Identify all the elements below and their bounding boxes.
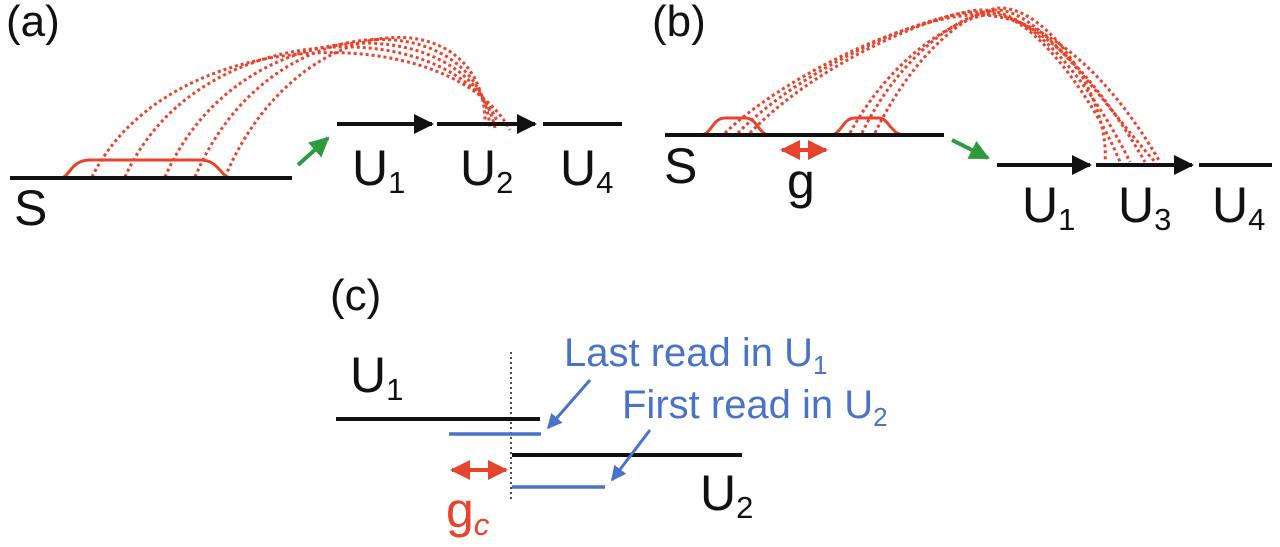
last-read-label: Last read in U1 [564, 331, 828, 380]
coverage-profile [699, 116, 771, 137]
contig-u4-label: U4 [560, 140, 613, 200]
read-link-arc [873, 6, 1107, 163]
first-read-label: First read in U2 [622, 383, 888, 432]
panel-b: (b) S g U1 U3 U4 [652, 0, 1272, 237]
read-link-arc [860, 8, 1157, 163]
read-link-arc [90, 51, 512, 178]
read-link-arc [123, 45, 502, 178]
read-link-arc [736, 10, 1147, 163]
contig-s-label: S [14, 180, 47, 236]
read-link-arc [748, 8, 1132, 163]
coverage-profile [829, 116, 906, 137]
panel-a-read-links [90, 36, 512, 178]
panel-b-read-links [723, 6, 1162, 163]
gap-label: gc [446, 482, 490, 542]
panel-c-label: (c) [330, 271, 381, 320]
read-link-arc [163, 41, 497, 178]
last-read-pointer [546, 379, 592, 430]
read-link-arc [193, 37, 492, 178]
panel-a-label: (a) [6, 0, 60, 46]
read-link-arc [223, 36, 487, 178]
panel-a: (a) S U1 U2 U4 [6, 0, 622, 236]
contig-u3-label: U3 [1118, 177, 1171, 237]
coverage-profile [30, 158, 262, 180]
step-arrow [296, 136, 330, 167]
contig-u1-label: U1 [1022, 177, 1075, 237]
contig-u1-label: U1 [352, 140, 405, 200]
read-link-arc [848, 12, 1122, 163]
read-link-arc [723, 13, 1162, 163]
contig-u4-label: U4 [1212, 177, 1265, 237]
step-arrow [951, 138, 990, 160]
contig-u2-label: U2 [700, 465, 753, 525]
contig-u2-label: U2 [460, 140, 513, 200]
gap-label: g [787, 153, 815, 209]
panel-c: (c) U1 U2 Last read in U1 First read in … [330, 271, 888, 542]
contig-s-label: S [664, 138, 697, 194]
contig-u1-label: U1 [350, 347, 403, 407]
first-read-pointer [610, 429, 652, 482]
panel-b-label: (b) [652, 0, 706, 46]
